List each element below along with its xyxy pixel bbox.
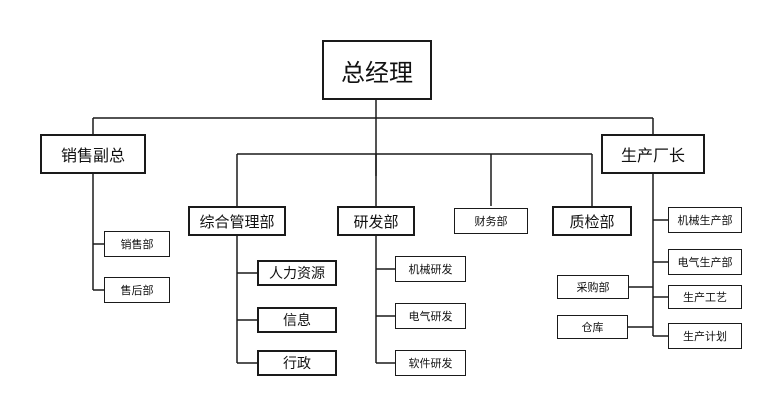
production-process-label: 生产工艺 [683,291,727,304]
purchasing-label: 采购部 [576,281,610,294]
mechanical-production-label: 机械生产部 [677,214,733,227]
software-rnd-box: 软件研发 [395,350,466,376]
rnd-dept-label: 研发部 [353,212,399,231]
administration-box: 行政 [257,350,337,376]
rnd-dept-box: 研发部 [337,206,415,236]
electrical-rnd-box: 电气研发 [395,303,466,329]
after-sales-dept-label: 售后部 [120,284,154,297]
finance-dept-box: 财务部 [454,208,528,234]
sales-vp-label: 销售副总 [60,146,125,165]
mechanical-rnd-box: 机械研发 [395,256,466,282]
electrical-production-label: 电气生产部 [677,256,733,269]
sales-vp-box: 销售副总 [40,134,146,174]
warehouse-box: 仓库 [557,315,628,339]
electrical-production-box: 电气生产部 [668,249,742,275]
admin-dept-label: 综合管理部 [199,212,275,231]
qc-dept-label: 质检部 [569,212,615,231]
sales-dept-label: 销售部 [120,238,154,251]
it-box: 信息 [257,307,337,333]
ceo-box: 总经理 [322,40,432,100]
mechanical-rnd-label: 机械研发 [408,263,453,276]
production-planning-box: 生产计划 [668,323,742,349]
it-label: 信息 [283,313,311,329]
hr-label: 人力资源 [269,266,325,282]
plant-manager-box: 生产厂长 [601,134,705,174]
production-planning-label: 生产计划 [683,330,727,343]
production-process-box: 生产工艺 [668,285,742,309]
qc-dept-box: 质检部 [552,206,632,236]
administration-label: 行政 [283,356,311,372]
finance-dept-label: 财务部 [474,215,508,228]
software-rnd-label: 软件研发 [408,357,453,370]
purchasing-box: 采购部 [557,275,629,299]
admin-dept-box: 综合管理部 [188,206,286,236]
warehouse-label: 仓库 [581,321,604,334]
ceo-label: 总经理 [341,58,413,87]
after-sales-dept-box: 售后部 [104,277,170,303]
mechanical-production-box: 机械生产部 [668,207,742,233]
plant-manager-label: 生产厂长 [620,146,685,165]
sales-dept-box: 销售部 [104,231,170,257]
hr-box: 人力资源 [257,260,337,286]
electrical-rnd-label: 电气研发 [408,310,453,323]
